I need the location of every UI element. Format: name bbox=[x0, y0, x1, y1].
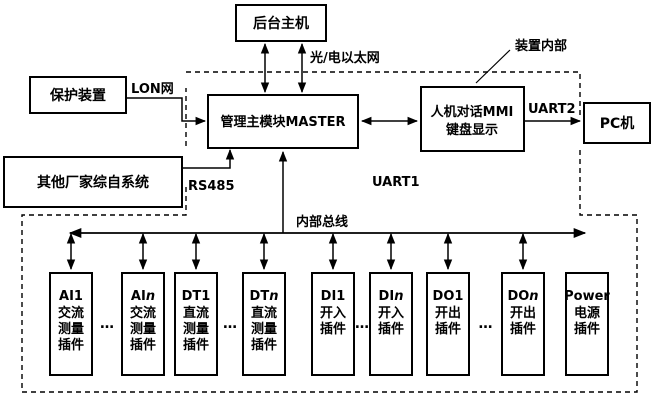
plugin-func-line: 插件 bbox=[183, 337, 209, 353]
plugin-func-line: 插件 bbox=[320, 321, 346, 337]
plugin-name: DO1 bbox=[433, 289, 464, 304]
mmi-label-line2: 键盘显示 bbox=[445, 122, 498, 138]
plugin-func-line: 直流 bbox=[251, 305, 277, 321]
plugin-func-line: 插件 bbox=[378, 321, 404, 337]
plugin-name-prefix: DI bbox=[379, 289, 395, 304]
plugin-func-line: 插件 bbox=[130, 337, 156, 353]
plugin-func-line: 电源 bbox=[574, 305, 600, 321]
plugin-name-index: n bbox=[394, 289, 403, 304]
plugin-name: DIn bbox=[379, 289, 404, 304]
master-module-box bbox=[207, 94, 359, 149]
rs485-link bbox=[182, 148, 235, 169]
plugin-name: DI1 bbox=[321, 289, 346, 304]
plugin-name-prefix: DT bbox=[250, 289, 270, 304]
plugin-name: AI1 bbox=[59, 289, 83, 304]
plugin-func-line: 插件 bbox=[58, 337, 84, 353]
plugin-func-line: 开入 bbox=[320, 306, 346, 321]
plugin-name: AIn bbox=[131, 289, 155, 304]
ellipsis: … bbox=[223, 316, 237, 332]
internal-bus-label: 内部总线 bbox=[296, 214, 348, 230]
ethernet-label: 光/电以太网 bbox=[309, 50, 380, 66]
master-module-label: 管理主模块MASTER bbox=[220, 114, 345, 130]
plugin-box bbox=[426, 272, 470, 376]
pc-label: PC机 bbox=[600, 115, 635, 132]
other-vendor-system-label: 其他厂家综自系统 bbox=[37, 174, 149, 191]
plugin-box bbox=[174, 272, 218, 376]
plugin-name-prefix: AI bbox=[131, 289, 146, 304]
plugin-name-index: n bbox=[146, 289, 155, 304]
plugin-box bbox=[121, 272, 165, 376]
ellipsis: … bbox=[355, 316, 369, 332]
plugin-func-line: 开入 bbox=[378, 306, 404, 321]
plugin-func-line: 测量 bbox=[183, 321, 209, 337]
ellipsis: … bbox=[100, 316, 114, 332]
plugin-func-line: 测量 bbox=[251, 321, 277, 337]
ellipsis: … bbox=[479, 316, 493, 332]
plugin-box bbox=[311, 272, 355, 376]
plugin-name-index: n bbox=[529, 289, 538, 304]
plugin-modules: AI1交流测量插件AIn交流测量插件DT1直流测量插件DTn直流测量插件DI1开… bbox=[49, 232, 610, 376]
backend-host-box bbox=[235, 4, 327, 42]
uart1-label: UART1 bbox=[372, 175, 420, 190]
plugin-func-line: 插件 bbox=[251, 337, 277, 353]
uart2-label: UART2 bbox=[528, 102, 576, 117]
plugin-box bbox=[565, 272, 609, 376]
protection-device-label: 保护装置 bbox=[49, 87, 106, 104]
plugin-func-line: 测量 bbox=[130, 321, 156, 337]
plugin-func-line: 插件 bbox=[574, 321, 600, 337]
region-label: 装置内部 bbox=[514, 38, 567, 54]
plugin-func-line: 交流 bbox=[58, 305, 84, 321]
plugin-func-line: 开出 bbox=[435, 305, 461, 321]
plugin-func-line: 开出 bbox=[510, 305, 536, 321]
device-internal-boundary bbox=[21, 71, 638, 393]
plugin-name: DOn bbox=[507, 289, 538, 304]
plugin-box bbox=[242, 272, 286, 376]
plugin-func-line: 测量 bbox=[58, 321, 84, 337]
plugin-name-index: n bbox=[269, 289, 278, 304]
lon-label: LON网 bbox=[131, 82, 174, 97]
plugin-name: DTn bbox=[250, 289, 279, 304]
plugin-func-line: 插件 bbox=[510, 321, 536, 337]
plugin-box bbox=[49, 272, 93, 376]
plugin-func-line: 交流 bbox=[130, 305, 156, 321]
rs485-label: RS485 bbox=[188, 179, 235, 194]
plugin-box bbox=[369, 272, 413, 376]
mmi-box bbox=[420, 86, 525, 152]
plugin-name-prefix: DO bbox=[507, 289, 529, 304]
plugin-func-line: 直流 bbox=[183, 305, 209, 321]
pc-box bbox=[583, 102, 651, 144]
plugin-box bbox=[501, 272, 545, 376]
protection-device-box bbox=[29, 76, 127, 114]
plugin-name: DT1 bbox=[182, 289, 211, 304]
plugin-name: Power bbox=[564, 289, 610, 304]
plugin-func-line: 插件 bbox=[435, 321, 461, 337]
mmi-label-line1: 人机对话MMI bbox=[431, 104, 514, 120]
region-label-leader bbox=[475, 49, 511, 84]
backend-host-label: 后台主机 bbox=[253, 15, 309, 32]
lon-link bbox=[126, 97, 207, 126]
other-vendor-system-box bbox=[3, 156, 183, 208]
